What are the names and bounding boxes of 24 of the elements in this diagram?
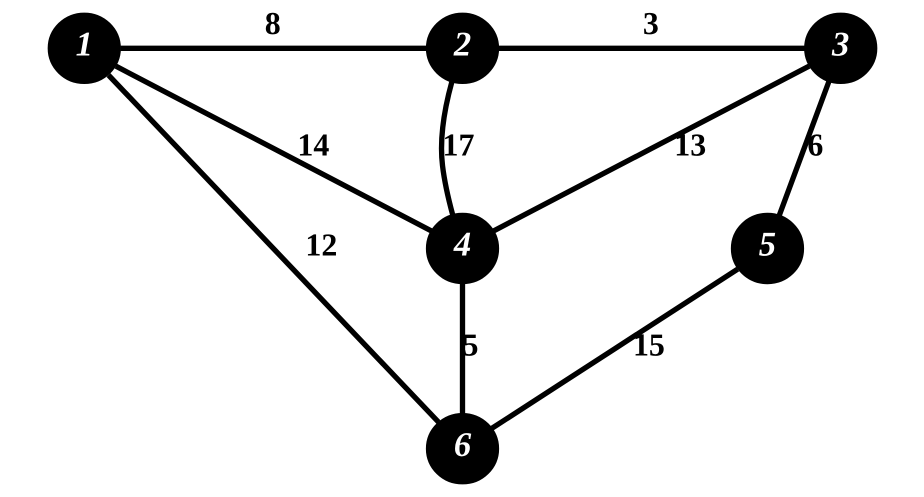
connector xyxy=(438,81,455,216)
connector xyxy=(492,64,810,234)
connector xyxy=(776,80,831,216)
node-circle: 2 xyxy=(425,12,499,84)
edge-label: 14 xyxy=(296,127,329,162)
edge-label: 6 xyxy=(806,127,823,162)
connector xyxy=(120,46,426,51)
edge-label: 8 xyxy=(264,6,280,41)
connector xyxy=(490,266,739,430)
node-circle: 6 xyxy=(425,412,499,484)
edge-label: 15 xyxy=(632,328,664,363)
edge-label: 3 xyxy=(642,6,658,41)
node-circle: 5 xyxy=(730,212,804,284)
connector xyxy=(459,284,465,414)
edge-label: 17 xyxy=(442,127,474,162)
node-circle: 3 xyxy=(804,12,877,84)
node-circle: 4 xyxy=(425,212,499,284)
edge-label: 13 xyxy=(674,127,706,162)
edge-label: 12 xyxy=(304,227,337,262)
connector xyxy=(498,46,804,51)
node-circle: 1 xyxy=(47,12,120,84)
edge-label: 5 xyxy=(462,328,478,363)
connector xyxy=(114,64,432,234)
connector xyxy=(106,73,440,424)
